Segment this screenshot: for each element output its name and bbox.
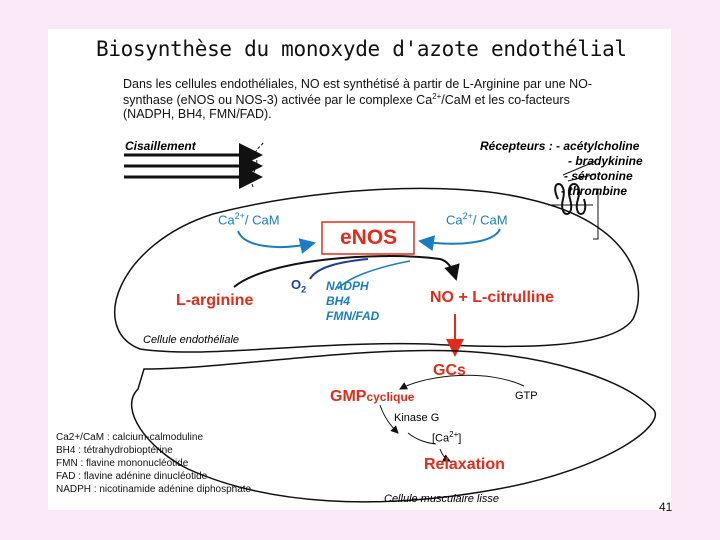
receptor-bradykinine: - bradykinine	[568, 154, 643, 168]
ca-cam-right-arrow	[418, 228, 501, 252]
legend-bh4: BH4 : tétrahydrobioptérine	[56, 445, 173, 456]
reaction-arrow	[233, 255, 460, 288]
kinase-to-ca-arrow	[407, 432, 437, 445]
receptor-bracket	[593, 188, 599, 240]
legend-nadph: NADPH : nicotinamide adénine diphosphate	[56, 484, 252, 495]
receptor-thrombine: - thrombine	[561, 184, 627, 198]
shear-wavy-line	[251, 140, 265, 188]
cofactor-bh4: BH4	[326, 294, 351, 308]
enos-label: eNOS	[340, 226, 398, 249]
receptor-arrow-2	[567, 173, 597, 182]
page-number: 41	[659, 500, 673, 514]
intro-line-1: Dans les cellules endothéliales, NO est …	[123, 77, 592, 91]
intro-line-3: (NADPH, BH4, FMN/FAD).	[123, 107, 272, 121]
receptor-arrow-1	[562, 160, 597, 176]
ca-to-relaxation-arrow	[439, 448, 451, 462]
gcs-label: GCs	[433, 362, 466, 379]
endothelial-cell-outline	[114, 187, 640, 353]
no-citrulline-label: NO + L-citrulline	[430, 289, 555, 306]
legend-fad: FAD : flavine adénine dinucléotide	[56, 471, 208, 482]
diagram-graphics	[114, 140, 656, 503]
slide: Biosynthèse du monoxyde d'azote endothél…	[48, 29, 671, 510]
smooth-muscle-label: Cellule musculaire lisse	[384, 493, 499, 505]
l-arginine-label: L-arginine	[176, 292, 254, 309]
cofactor-fmn-fad: FMN/FAD	[326, 309, 380, 323]
receptor-icon	[554, 183, 587, 215]
legend-fmn: FMN : flavine mononucléotide	[56, 458, 189, 469]
o2-label: O2	[291, 277, 307, 295]
ca-cam-left-label: Ca2+/ CaM	[218, 211, 280, 228]
receptor-serotonine: - sérotonine	[564, 169, 633, 183]
o2-arrow	[309, 258, 369, 280]
receptors-title: Récepteurs : - acétylcholine	[480, 139, 640, 153]
cofactor-nadph: NADPH	[326, 279, 369, 293]
gtp-to-gmp-arrow	[399, 374, 525, 390]
kinase-g-label: Kinase G	[394, 412, 440, 424]
cofactor-arrow	[337, 260, 411, 290]
intro-line-2: synthase (eNOS ou NOS-3) activée par le …	[123, 92, 570, 108]
shear-label: Cisaillement	[125, 139, 196, 153]
ca-cam-right-label: Ca2+/ CaM	[446, 211, 508, 228]
gtp-label: GTP	[515, 390, 538, 402]
gmp-to-kinase-arrow	[379, 404, 399, 434]
relaxation-label: Relaxation	[424, 456, 505, 473]
legend-ca-cam: Ca2+/CaM : calcium-calmoduline	[56, 432, 204, 443]
enos-box	[321, 221, 415, 255]
ca-cam-left-arrow	[237, 230, 316, 254]
gmpc-label: GMPcyclique	[330, 388, 415, 405]
endothelial-cell-label: Cellule endothéliale	[143, 334, 240, 346]
ca-bracket-label: [Ca2+]	[432, 430, 462, 445]
smooth-muscle-outline	[131, 349, 656, 503]
intro-ca-superscript: 2+	[432, 92, 442, 101]
page-title: Biosynthèse du monoxyde d'azote endothél…	[96, 37, 627, 61]
